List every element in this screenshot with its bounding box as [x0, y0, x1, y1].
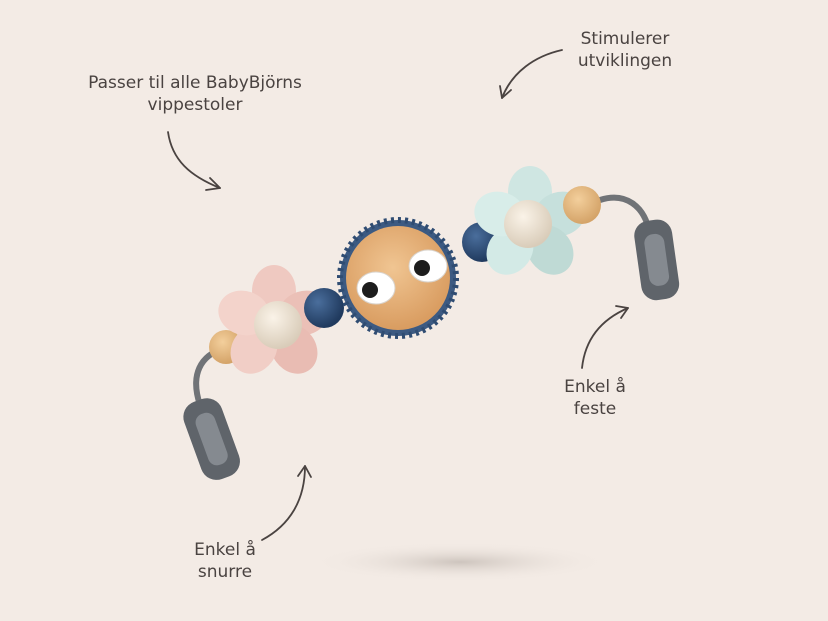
right-eye [408, 249, 448, 283]
right-wood-bead [563, 186, 601, 224]
label-stimulates-development: Stimulerer utviklingen [577, 29, 673, 71]
left-navy-bead [304, 288, 344, 328]
curved-arrow-icon [499, 49, 563, 99]
label-easy-spin: Enkel å snurre [194, 540, 256, 582]
label-fits-all-chairs: Passer til alle BabyBjörns vippestoler [88, 73, 302, 115]
right-clip [634, 219, 680, 301]
floor-shadow [310, 542, 610, 582]
left-eye [356, 271, 396, 305]
wooden-face-disc [337, 217, 459, 339]
left-clip [183, 398, 240, 480]
curved-arrow-icon [167, 131, 221, 191]
label-easy-attach: Enkel å feste [564, 377, 626, 419]
curved-arrow-icon [581, 305, 629, 369]
mint-flower [474, 166, 586, 275]
curved-arrow-icon [261, 465, 312, 541]
